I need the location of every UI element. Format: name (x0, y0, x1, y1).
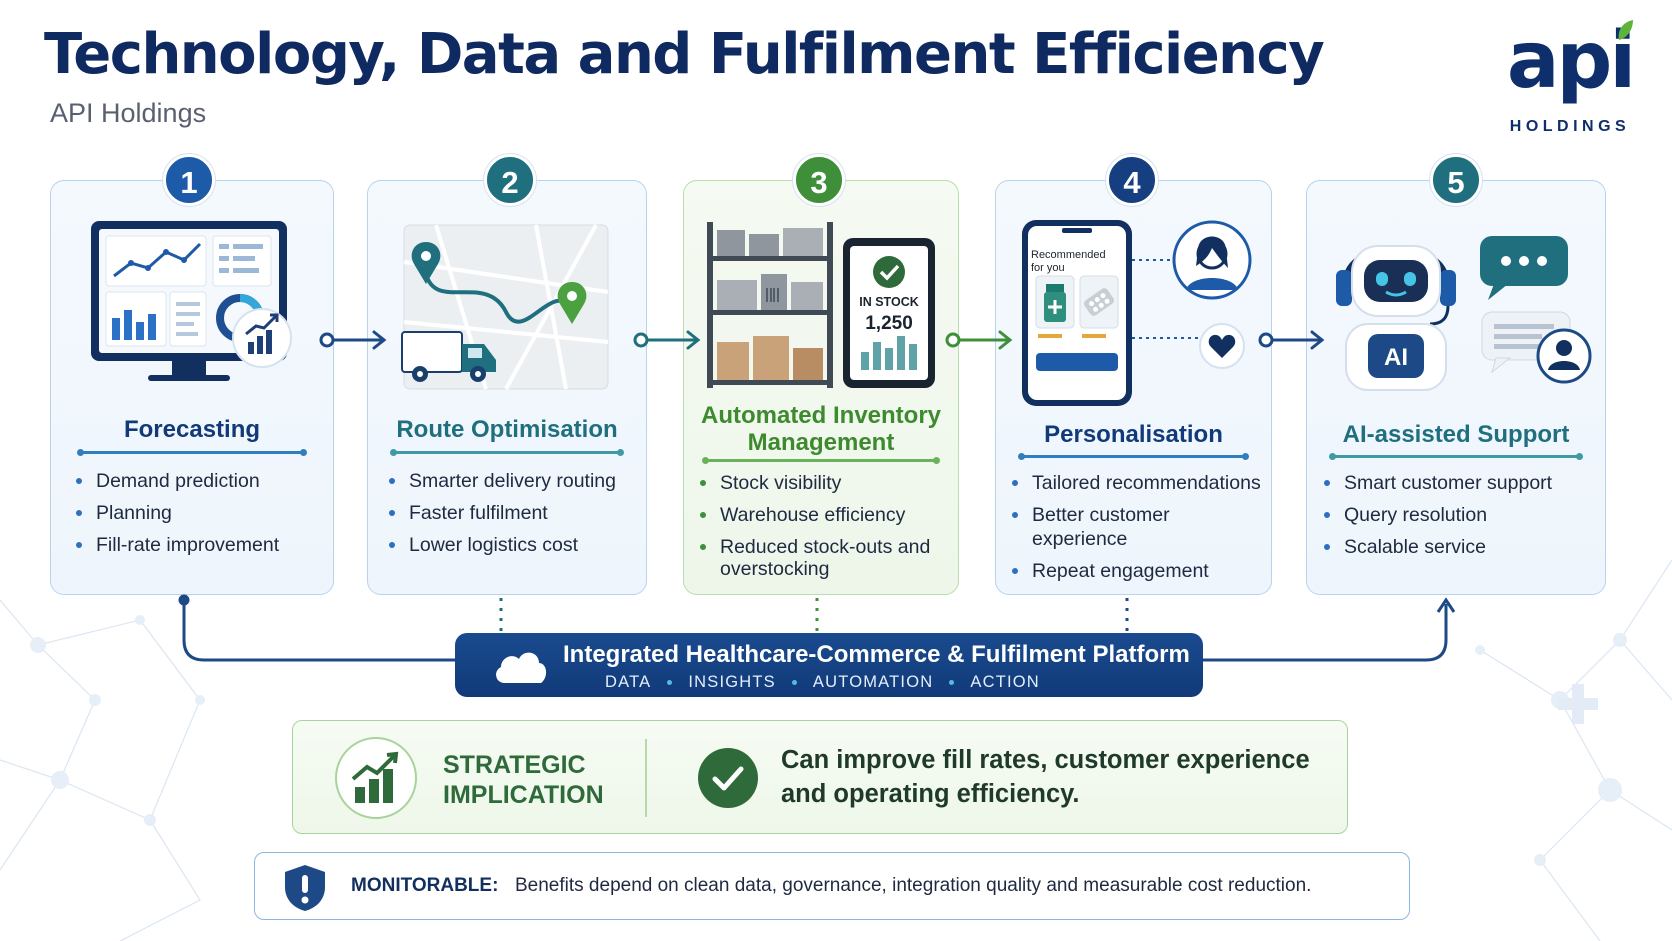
card-title-inventory-line2: Management (747, 429, 895, 456)
bullet-list-ai-support: Smart customer support Query resolution … (1324, 471, 1594, 567)
strategic-label-line2: IMPLICATION (443, 781, 604, 809)
phone-heading-1: Recommended (1031, 249, 1106, 261)
shield-alert-icon (285, 865, 325, 911)
stock-label: IN STOCK (859, 295, 919, 309)
card-title-inventory-line1: Automated Inventory (700, 402, 942, 429)
list-item: Stock visibility (700, 471, 955, 495)
check-circle-icon (698, 748, 758, 808)
map-route-truck-icon (401, 224, 609, 390)
strategic-label-line1: STRATEGIC (443, 751, 586, 779)
list-item-continued: overstocking (720, 558, 830, 580)
list-item: Demand prediction (76, 469, 326, 493)
platform-tag: AUTOMATION (812, 673, 934, 691)
list-item: Reduced stock-outs and (700, 535, 955, 559)
list-item: Fill-rate improvement (76, 533, 326, 557)
step-badge-4: 4 (1106, 154, 1158, 206)
leaf-icon (1618, 20, 1633, 40)
list-item: Planning (76, 501, 326, 525)
card-title-ai-support: AI-assisted Support (1342, 421, 1570, 448)
list-item: Query resolution (1324, 503, 1594, 527)
platform-banner: Integrated Healthcare-Commerce & Fulfilm… (455, 633, 1203, 697)
bullet-list-personalisation: Tailored recommendations Better customer… (1012, 471, 1270, 591)
list-item: Lower logistics cost (389, 533, 644, 557)
stock-value: 1,250 (865, 313, 913, 334)
strategic-divider (645, 739, 647, 817)
monitorable-label: MONITORABLE: (351, 875, 499, 896)
list-item: Warehouse efficiency (700, 503, 955, 527)
monitor-analytics-icon (91, 221, 292, 381)
list-item: Smarter delivery routing (389, 469, 644, 493)
bullet-list-route: Smarter delivery routing Faster fulfilme… (389, 469, 644, 565)
warehouse-tablet-icon (707, 222, 935, 388)
title-divider (1329, 453, 1583, 460)
page-subtitle: API Holdings (50, 98, 207, 128)
list-item: Tailored recommendations (1012, 471, 1270, 495)
buy-again-button[interactable]: Buy Again (1052, 379, 1102, 391)
step-badge-1: 1 (163, 154, 215, 206)
platform-title: Integrated Healthcare-Commerce & Fulfilm… (563, 641, 1190, 668)
card-title-forecasting: Forecasting (123, 416, 261, 443)
strategic-statement-line2: and operating efficiency. (781, 780, 1080, 808)
card-title-route-optimisation: Route Optimisation (396, 416, 618, 443)
step-badge-3: 3 (793, 154, 845, 206)
platform-tag: DATA (605, 673, 652, 691)
company-logo: api HOLDINGS (1505, 16, 1636, 142)
bullet-list-forecasting: Demand prediction Planning Fill-rate imp… (76, 469, 326, 565)
monitorable-text: Benefits depend on clean data, governanc… (515, 875, 1312, 896)
step-badge-2: 2 (484, 154, 536, 206)
title-divider (1018, 453, 1249, 460)
logo-wordmark: api (1506, 16, 1636, 106)
robot-chat-icon (1336, 236, 1592, 391)
robot-ai-label: AI (1384, 344, 1408, 371)
list-item: Faster fulfilment (389, 501, 644, 525)
growth-chart-icon (335, 737, 417, 819)
title-divider (390, 449, 624, 456)
title-divider (77, 449, 307, 456)
list-item: Scalable service (1324, 535, 1594, 559)
list-item: Repeat engagement (1012, 559, 1270, 583)
page-title: Technology, Data and Fulfilment Efficien… (44, 22, 1325, 87)
phone-recommendation-icon (1022, 220, 1252, 406)
list-item: Smart customer support (1324, 471, 1594, 495)
strategic-statement-line1: Can improve fill rates, customer experie… (781, 746, 1310, 774)
logo-subtext: HOLDINGS (1509, 118, 1631, 135)
list-item: Better customer experience (1012, 503, 1270, 551)
bullet-list-inventory: Stock visibility Warehouse efficiency Re… (700, 471, 955, 589)
card-title-personalisation: Personalisation (1044, 421, 1223, 448)
monitorable-box: MONITORABLE: Benefits depend on clean da… (254, 852, 1410, 920)
phone-heading-2: for you (1031, 262, 1065, 274)
cloud-icon (496, 652, 547, 683)
platform-tags: DATA INSIGHTS AUTOMATION ACTION (605, 673, 1040, 692)
step-badge-5: 5 (1430, 154, 1482, 206)
platform-tag: INSIGHTS (688, 673, 776, 691)
strategic-implication-box: STRATEGIC IMPLICATION Can improve fill r… (292, 720, 1348, 834)
platform-tag: ACTION (970, 673, 1040, 691)
title-divider (702, 457, 940, 464)
